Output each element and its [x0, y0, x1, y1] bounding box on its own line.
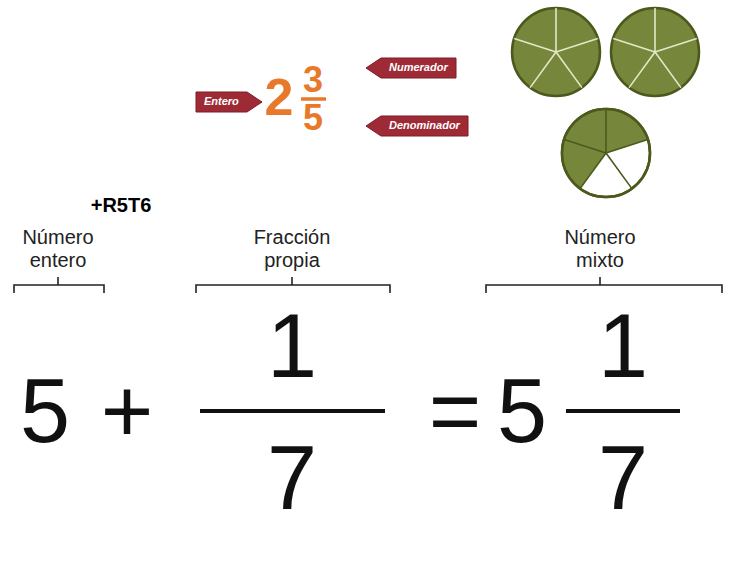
operator: +	[101, 366, 154, 456]
whole-number: 5	[497, 366, 547, 456]
callout-text: Denominador	[389, 119, 460, 132]
denominator: 7	[598, 433, 648, 523]
pie-disc	[562, 109, 650, 197]
arrow-body	[196, 92, 262, 112]
pie-disc	[611, 8, 699, 96]
bracket	[486, 277, 722, 293]
part-name: Número entero	[15, 226, 101, 272]
callout-text: Numerador	[389, 61, 448, 74]
numerator: 3	[303, 62, 323, 98]
whole-number: 2	[265, 71, 294, 123]
denominator-callout: Denominador	[366, 116, 468, 136]
part-name: Número mixto	[555, 226, 645, 272]
numerator: 1	[598, 301, 648, 391]
whole-callout: Entero	[196, 92, 262, 112]
code-note: +R5T6	[91, 195, 152, 215]
pie-whole	[611, 8, 699, 96]
arrow-body	[366, 116, 468, 136]
part-name: Fracción propia	[244, 226, 340, 272]
numerator: 1	[267, 301, 317, 391]
pie-disc	[512, 8, 600, 96]
pie-part	[562, 109, 650, 197]
bracket	[14, 277, 104, 293]
arrow-body	[366, 58, 456, 78]
pie-rim	[562, 109, 650, 197]
fraction-bar	[566, 409, 680, 413]
pie-slices	[613, 8, 697, 88]
pie-slices	[514, 8, 598, 88]
denominator: 7	[267, 433, 317, 523]
numerator-callout: Numerador	[366, 58, 456, 78]
whole-number: 5	[20, 366, 70, 456]
denominator: 5	[303, 100, 323, 136]
callout-text: Entero	[204, 95, 239, 108]
operator: =	[429, 366, 482, 456]
pie-whole	[512, 8, 600, 96]
fraction-bar	[200, 409, 385, 413]
bracket	[196, 277, 390, 293]
